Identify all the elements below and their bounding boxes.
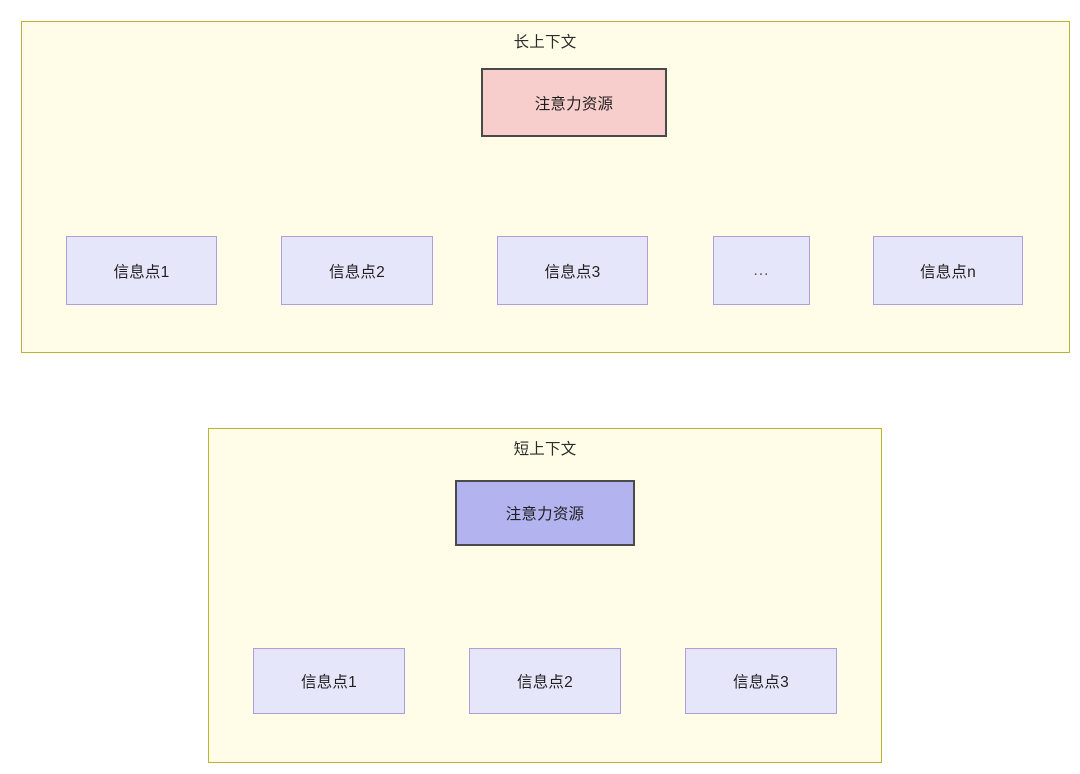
node-info-point-long-context-5[interactable]: 信息点n [873,236,1023,305]
node-info-point-long-context-4[interactable]: ... [713,236,810,305]
panel-title-long-context: 长上下文 [513,34,577,51]
panel-title-short-context: 短上下文 [513,441,577,458]
node-attention-resource-long-context[interactable]: 注意力资源 [481,68,667,137]
node-info-point-short-context-1[interactable]: 信息点1 [253,648,405,714]
node-info-point-short-context-2[interactable]: 信息点2 [469,648,621,714]
node-attention-resource-short-context[interactable]: 注意力资源 [455,480,635,546]
node-info-point-long-context-3[interactable]: 信息点3 [497,236,648,305]
node-info-point-long-context-2[interactable]: 信息点2 [281,236,433,305]
node-info-point-long-context-1[interactable]: 信息点1 [66,236,217,305]
node-info-point-short-context-3[interactable]: 信息点3 [685,648,837,714]
